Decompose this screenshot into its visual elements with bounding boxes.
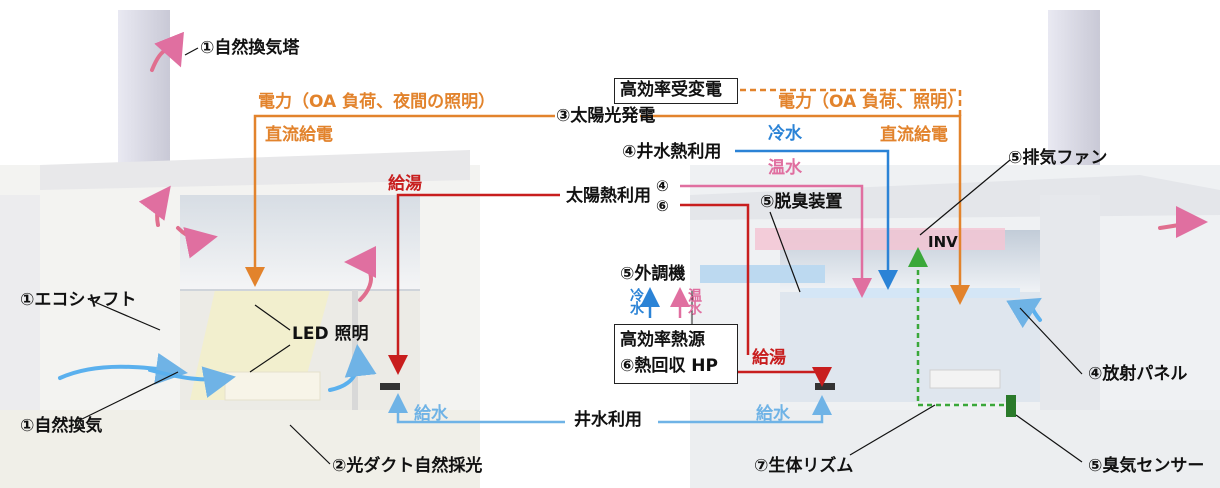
desk — [929, 369, 1001, 389]
hot-water-label: 温水 — [768, 158, 802, 178]
heat-source-line2: ⑥熱回収 HP — [620, 356, 718, 376]
dc-left-label: 直流給電 — [265, 125, 333, 145]
odor-sensor-label: ⑤臭気センサー — [1088, 456, 1205, 476]
outdoor-ac-unit — [700, 265, 825, 283]
led-label: LED 照明 — [292, 324, 369, 344]
hot-supply-right-label: 給湯 — [752, 348, 786, 368]
power-left-label: 電力（OA 負荷、夜間の照明） — [258, 92, 496, 112]
left-faucet — [380, 383, 400, 390]
left-fins — [0, 195, 40, 425]
bed — [224, 371, 321, 401]
odor-sensor-device — [1006, 395, 1016, 417]
leader-lines — [79, 47, 1083, 465]
num6-label: ⑥ — [656, 197, 669, 215]
right-faucet — [815, 383, 835, 390]
heat-source-box — [614, 324, 738, 384]
solar-heat-label: 太陽熱利用 — [566, 186, 651, 206]
power-right-label: 電力（OA 負荷、照明） — [778, 92, 965, 112]
hot-supply-left-label: 給湯 — [388, 174, 422, 194]
airflow-arrows — [58, 31, 1208, 398]
cold-water-label: 冷水 — [768, 124, 802, 144]
bio-rhythm-label: ⑦生体リズム — [754, 456, 854, 476]
cold-water-lines — [640, 149, 898, 318]
hv-substation-label: 高効率受変電 — [620, 80, 722, 100]
hv-substation-box — [614, 78, 738, 104]
light-duct-label: ②光ダクト自然採光 — [332, 456, 483, 476]
right-building — [690, 10, 1220, 488]
inv-label: INV — [928, 233, 958, 251]
right-fins — [1040, 195, 1100, 435]
hot-supply-lines — [388, 193, 832, 387]
heat-source-line1: 高効率熱源 — [620, 330, 705, 350]
outdoor-ac-label: ⑤外調機 — [620, 264, 686, 284]
well-water-lines — [388, 393, 832, 424]
power-lines — [245, 88, 970, 305]
num4-label: ④ — [656, 177, 669, 195]
exhaust-fan-label: ⑤排気ファン — [1008, 148, 1108, 168]
hot-water-lines — [670, 184, 872, 318]
hw-vertical-label: 温水 — [686, 288, 702, 314]
cw-vertical-label: 冷水 — [628, 288, 644, 314]
water-supply-right-label: 給水 — [756, 404, 790, 424]
well-heat-label: ④井水熱利用 — [622, 142, 722, 162]
natural-vent-label: ①自然換気 — [20, 416, 103, 436]
water-supply-left-label: 給水 — [414, 404, 448, 424]
deodor-label: ⑤脱臭装置 — [760, 192, 843, 212]
natural-vent-tower-label: ①自然換気塔 — [200, 38, 300, 58]
radiant-panel-bar — [800, 288, 1020, 298]
sensor-lines — [908, 247, 1004, 407]
dc-right-label: 直流給電 — [880, 125, 948, 145]
solar-pv-label: ③太陽光発電 — [556, 106, 656, 126]
left-upper-room — [180, 195, 420, 290]
supply-duct — [755, 228, 1005, 250]
well-water-label: 井水利用 — [574, 410, 642, 430]
radiant-panel-label: ④放射パネル — [1088, 364, 1188, 384]
eco-shaft-label: ①エコシャフト — [20, 290, 137, 310]
